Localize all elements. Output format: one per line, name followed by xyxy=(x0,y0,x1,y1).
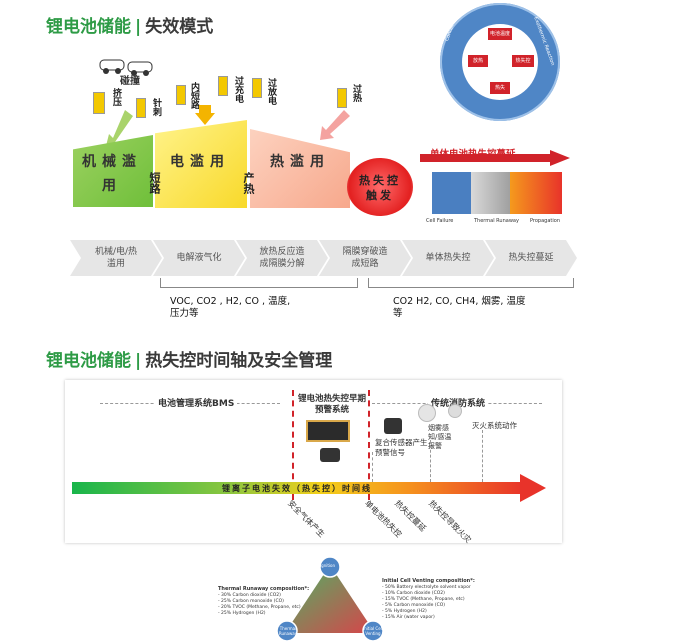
composition-line: - 15% Air (water vapor) xyxy=(382,615,435,620)
title-green: 锂电池储能 xyxy=(46,17,131,37)
prop-caption-2: Thermal Runaway xyxy=(474,218,519,224)
gas-sensor-image xyxy=(384,418,402,434)
sensor-image xyxy=(320,448,340,462)
bracket-right xyxy=(368,278,574,288)
cycle-box-1: 电池温度 xyxy=(488,28,512,40)
timeline-arrow-head xyxy=(520,474,546,502)
composition-line: - 10% Carbon dioxide (CO2) xyxy=(382,591,445,596)
prop-caption-1: Cell Failure xyxy=(426,218,454,224)
mechanical-abuse-block xyxy=(73,135,153,207)
title-green: 锂电池储能 xyxy=(46,351,131,371)
chevron-label: 隔膜穿破造 成短路 xyxy=(342,247,388,269)
tick-line xyxy=(482,430,483,482)
internal-short-label: 内短路 xyxy=(189,82,199,109)
battery-heat-icon xyxy=(337,88,347,108)
title-rest: 失效模式 xyxy=(145,17,214,37)
tick-line xyxy=(372,452,373,482)
title-rest: 热失控时间轴及安全管理 xyxy=(145,351,333,371)
car-collision-icon xyxy=(99,59,153,76)
warning-device-image xyxy=(306,420,350,442)
timeline-bar xyxy=(72,482,524,494)
right-composition-title: Initial Cell Venting composition*: xyxy=(382,578,475,584)
heat-gen-label: 产热 xyxy=(242,172,255,194)
composition-line: - 25% Hydrogen (H2) xyxy=(218,611,266,616)
heat-detector-image xyxy=(448,404,462,418)
overheat-label: 过热 xyxy=(351,84,361,102)
triangle-diagram xyxy=(276,556,384,641)
left-composition-list: - 30% Carbon dioxide (CO2) - 25% Carbon … xyxy=(218,593,301,617)
runaway-trigger-circle xyxy=(347,158,413,216)
arrow-down-icon xyxy=(320,110,350,140)
triangle-top-node: Ignition xyxy=(320,563,336,568)
overcharge-label: 过充电 xyxy=(233,76,243,103)
red-dash-left xyxy=(292,390,294,500)
battery-charge-icon xyxy=(218,76,228,96)
timeline-bar-label: 锂离子电池失效（热失控）时间线 xyxy=(222,484,372,493)
arrow-down-icon xyxy=(105,110,133,150)
mechanical-label: 机械滥用 xyxy=(82,154,142,194)
arrow-down-icon xyxy=(195,105,215,125)
cycle-box-2: 放热 xyxy=(468,55,488,67)
battery-needle-icon xyxy=(136,98,146,118)
composition-line: - 25% Carbon monoxide (CO) xyxy=(218,599,284,604)
title-divider: | xyxy=(135,17,142,37)
needle-label: 针刺 xyxy=(151,98,161,116)
right-composition-list: - 50% Battery electrolyte solvent vapor … xyxy=(382,585,471,621)
composition-line: - 15% TVOC (Methane, Propane, etc) xyxy=(382,597,465,602)
chevron-step-6: 热失控蔓延 xyxy=(485,240,577,276)
chevron-step-5: 单体热失控 xyxy=(402,240,494,276)
section-title-failure: 锂电池储能|失效模式 xyxy=(46,12,213,37)
squeeze-label: 挤压 xyxy=(111,88,121,106)
electrical-label: 电滥用 xyxy=(170,154,230,170)
chevron-step-4: 隔膜穿破造 成短路 xyxy=(319,240,411,276)
electrical-abuse-block xyxy=(155,120,247,208)
tick-line xyxy=(430,440,431,482)
composition-line: - 30% Carbon dioxide (CO2) xyxy=(218,593,281,598)
left-composition-title: Thermal Runaway composition*: xyxy=(218,586,310,592)
thermal-label: 热滥用 xyxy=(270,154,330,170)
gas-detector-label: 复合传感器产生 预警信号 xyxy=(375,438,428,457)
chevron-label: 放热反应造 成隔膜分解 xyxy=(259,247,305,269)
propagation-title: 单体电池热失控蔓延 xyxy=(430,149,516,160)
bms-label: 电池管理系统BMS xyxy=(155,396,238,409)
chevron-step-2: 电解液气化 xyxy=(153,240,245,276)
chevron-label: 单体热失控 xyxy=(425,253,471,263)
triangle-right-node: Initial Cell Venting xyxy=(363,626,383,636)
composition-line: - 20% TVOC (Methane, Propane, etc) xyxy=(218,605,301,610)
battery-discharge-icon xyxy=(252,78,262,98)
composition-line: - 50% Battery electrolyte solvent vapor xyxy=(382,585,471,590)
triangle-left-node: Thermal Runaway xyxy=(278,626,298,636)
propagation-image xyxy=(432,172,562,214)
early-warning-label: 锂电池热失控早期 预警系统 xyxy=(297,394,366,415)
cycle-box-4: 热失 xyxy=(490,82,510,94)
cycle-box-3: 热失控 xyxy=(512,55,534,67)
chevron-label: 机械/电/热 滥用 xyxy=(94,247,138,269)
prop-caption-3: Propagation xyxy=(530,218,560,224)
runaway-label: 热失控触发 xyxy=(359,174,401,202)
composition-line: - 5% Carbon monoxide (CO) xyxy=(382,603,446,608)
battery-short-icon xyxy=(176,85,186,105)
chevron-step-3: 放热反应造 成隔膜分解 xyxy=(236,240,328,276)
arrow-right-icon xyxy=(420,150,570,166)
smoke-detector-label: 烟雾感 知/感温 报警 xyxy=(428,424,452,450)
note-left: VOC, CO2 , H2, CO , 温度, 压力等 xyxy=(170,296,291,319)
red-dash-right xyxy=(368,390,370,500)
chevron-step-1: 机械/电/热 滥用 xyxy=(70,240,162,276)
overdischarge-label: 过放电 xyxy=(266,78,276,105)
collision-label: 碰撞 xyxy=(120,76,140,87)
short-circuit-label: 短路 xyxy=(148,172,161,194)
fire-action-label: 灭火系统动作 xyxy=(472,421,517,430)
battery-icon xyxy=(93,92,105,114)
bracket-left xyxy=(160,278,358,288)
section-title-timeline: 锂电池储能|热失控时间轴及安全管理 xyxy=(46,346,332,371)
chevron-label: 电解液气化 xyxy=(176,253,222,263)
composition-line: - 5% Hydrogen (H2) xyxy=(382,609,427,614)
title-divider: | xyxy=(135,351,142,371)
note-right: CO2 H2, CO, CH4, 烟雾, 温度 等 xyxy=(393,296,526,319)
smoke-detector-image xyxy=(418,404,436,422)
chevron-label: 热失控蔓延 xyxy=(508,253,554,263)
